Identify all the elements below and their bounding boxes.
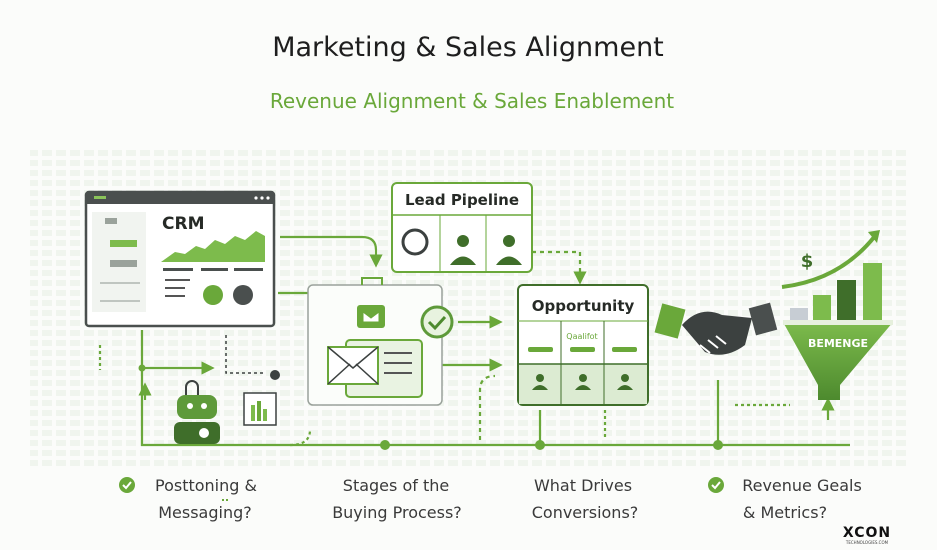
- email-campaign-card: [307, 277, 454, 406]
- question-conversions: What Drives Conversions?: [532, 476, 639, 522]
- robot-icon: [174, 380, 220, 444]
- funnel-label: BEMENGE: [808, 337, 868, 350]
- person-icon: [496, 235, 522, 265]
- email-icon: [357, 305, 385, 328]
- question-line2: & Metrics?: [743, 503, 827, 522]
- person-icon: [532, 374, 633, 390]
- logo-name: XCON: [843, 525, 891, 541]
- question-line1: Stages of the: [343, 476, 449, 495]
- chat-icon: [401, 228, 429, 256]
- opportunity-card: Opportunity Qaalifot: [517, 284, 649, 406]
- connector-nodes: [138, 364, 723, 450]
- handshake-icon: [654, 302, 778, 355]
- question-revenue-goals: Revenue Geals & Metrics?: [708, 476, 862, 522]
- revenue-funnel: BEMENGE $: [781, 230, 893, 400]
- opportunity-column-label: Qaalifot: [566, 332, 597, 341]
- question-buying-process: Stages of the Buying Process?: [222, 476, 462, 522]
- page-subtitle: Revenue Alignment & Sales Enablement: [270, 89, 674, 113]
- question-line2: Messaging?: [158, 503, 252, 522]
- xcon-logo: XCON TECHNOLOGIES.COM: [843, 525, 891, 545]
- person-icon: [450, 235, 476, 265]
- check-circle-icon: [708, 477, 724, 493]
- question-line1: What Drives: [534, 476, 632, 495]
- crm-area-chart: [161, 231, 265, 262]
- question-line2: Buying Process?: [332, 503, 462, 522]
- check-circle-icon: [119, 477, 135, 493]
- bar-chart-icon: [243, 370, 280, 426]
- checkmark-icon: [420, 305, 454, 339]
- question-line1: Posttoning &: [155, 476, 257, 495]
- connector-dashed: [225, 335, 265, 374]
- dollar-icon: $: [801, 251, 814, 272]
- flow-connectors: [98, 235, 850, 447]
- question-positioning: Posttoning & Messaging?: [119, 476, 257, 522]
- page-title: Marketing & Sales Alignment: [272, 32, 664, 63]
- gauge-icon: [233, 285, 253, 305]
- logo-tagline: TECHNOLOGIES.COM: [845, 540, 889, 545]
- opportunity-label: Opportunity: [532, 297, 635, 315]
- lead-pipeline-label: Lead Pipeline: [405, 191, 519, 209]
- crm-label: CRM: [162, 214, 204, 234]
- crm-window: CRM: [84, 190, 276, 328]
- question-line1: Revenue Geals: [742, 476, 862, 495]
- status-icon: [203, 285, 223, 305]
- question-line2: Conversions?: [532, 503, 639, 522]
- lead-pipeline-card: Lead Pipeline: [391, 182, 533, 273]
- growth-arrow-icon: [781, 234, 877, 289]
